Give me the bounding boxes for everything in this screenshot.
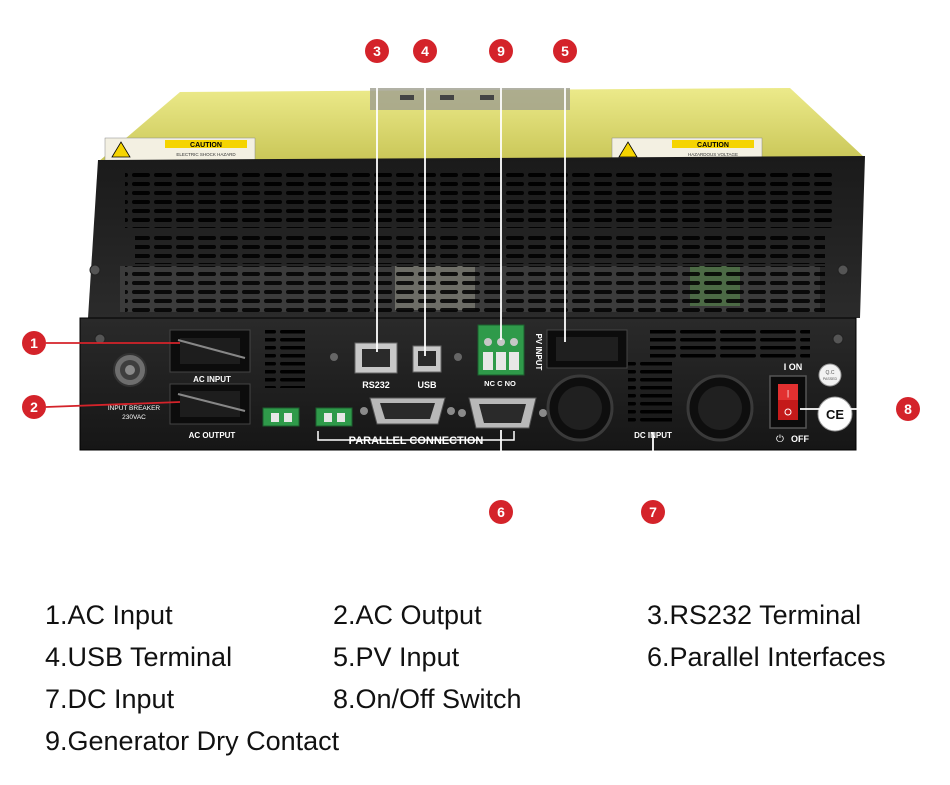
callout-lines xyxy=(45,342,181,408)
callout-badge-7: 7 xyxy=(641,500,665,524)
input-breaker-rating: 230VAC xyxy=(122,414,146,421)
switch-off-label: OFF xyxy=(791,434,809,444)
input-breaker-label: INPUT BREAKER xyxy=(108,405,161,412)
pv-input-connector[interactable] xyxy=(546,329,628,369)
inverter-diagram: CAUTION ELECTRIC SHOCK HAZARD CAUTION HA… xyxy=(22,39,920,524)
svg-text:PASSED: PASSED xyxy=(823,377,838,381)
legend-item-parallel: 6.Parallel Interfaces xyxy=(647,642,886,672)
switch-on-label: I ON xyxy=(784,362,803,372)
svg-text:ELECTRIC SHOCK HAZARD: ELECTRIC SHOCK HAZARD xyxy=(176,152,236,157)
rs232-label: RS232 xyxy=(362,380,390,390)
parallel-db9-port-2[interactable] xyxy=(458,397,547,429)
panel-screw-left xyxy=(94,333,106,345)
panel-vent-center xyxy=(628,360,672,426)
parallel-terminal-2[interactable] xyxy=(315,407,353,427)
legend-item-switch: 8.On/Off Switch xyxy=(333,684,522,714)
svg-text:3: 3 xyxy=(373,43,381,59)
usb-label: USB xyxy=(417,380,437,390)
svg-text:HAZARDOUS VOLTAGE: HAZARDOUS VOLTAGE xyxy=(688,152,738,157)
svg-text:8: 8 xyxy=(904,401,912,417)
legend-item-ac-input: 1.AC Input xyxy=(45,600,173,630)
svg-text:Q.C: Q.C xyxy=(826,370,835,376)
svg-text:1: 1 xyxy=(30,335,38,351)
legend-item-dc-input: 7.DC Input xyxy=(45,684,175,714)
svg-text:CE: CE xyxy=(826,407,844,422)
parallel-db9-port-1[interactable] xyxy=(360,397,455,425)
legend-item-dry-contact: 9.Generator Dry Contact xyxy=(45,726,340,756)
dc-input-port-positive[interactable] xyxy=(546,374,614,442)
panel-vent-left xyxy=(265,328,305,388)
cover-vent-middle xyxy=(135,234,825,264)
power-icon: ⏻ xyxy=(776,434,784,445)
ac-output-terminal[interactable] xyxy=(169,383,251,425)
svg-text:9: 9 xyxy=(497,43,505,59)
callout-badge-8: 8 xyxy=(896,397,920,421)
svg-text:|: | xyxy=(787,389,789,398)
legend-item-usb: 4.USB Terminal xyxy=(45,642,233,672)
usb-port[interactable] xyxy=(412,345,442,373)
rs232-port[interactable] xyxy=(354,342,398,374)
callout-badge-4: 4 xyxy=(413,39,437,63)
svg-text:2: 2 xyxy=(30,399,38,415)
pv-input-label: PV INPUT xyxy=(534,334,543,371)
lid-display-led xyxy=(440,95,454,100)
svg-text:5: 5 xyxy=(561,43,569,59)
svg-text:4: 4 xyxy=(421,43,429,59)
qc-sticker: Q.C PASSED xyxy=(818,363,842,387)
lid-display-led xyxy=(480,95,494,100)
callout-lines-white xyxy=(376,60,895,500)
legend-item-pv-input: 5.PV Input xyxy=(333,642,460,672)
cover-vent-upper xyxy=(125,168,835,228)
parallel-bracket xyxy=(317,431,515,441)
cover-screw-right xyxy=(837,264,849,276)
ac-input-terminal[interactable] xyxy=(169,329,251,373)
lid-display-led xyxy=(400,95,414,100)
svg-text:CAUTION: CAUTION xyxy=(190,142,222,149)
legend-item-rs232: 3.RS232 Terminal xyxy=(647,600,862,630)
lid-display-window xyxy=(370,88,570,110)
svg-text:7: 7 xyxy=(649,504,657,520)
caution-label-left: CAUTION ELECTRIC SHOCK HAZARD xyxy=(104,137,256,163)
legend-item-ac-output: 2.AC Output xyxy=(333,600,482,630)
panel-screw-right xyxy=(832,333,844,345)
callout-badge-2: 2 xyxy=(22,395,46,419)
parallel-connection-label: PARALLEL CONNECTION xyxy=(349,435,484,447)
ac-input-label: AC INPUT xyxy=(193,375,231,384)
svg-text:CAUTION: CAUTION xyxy=(697,142,729,149)
dc-input-port-negative[interactable] xyxy=(686,374,754,442)
svg-text:6: 6 xyxy=(497,504,505,520)
ce-mark: CE xyxy=(817,396,853,432)
panel-screw xyxy=(330,353,338,361)
parallel-terminal-1[interactable] xyxy=(262,407,300,427)
ac-output-label: AC OUTPUT xyxy=(189,431,236,440)
callout-badge-5: 5 xyxy=(553,39,577,63)
cover-vent-lower xyxy=(125,266,825,312)
panel-screw xyxy=(454,353,462,361)
callout-badge-9: 9 xyxy=(489,39,513,63)
callout-badge-3: 3 xyxy=(365,39,389,63)
input-breaker[interactable] xyxy=(113,353,147,387)
callout-badge-6: 6 xyxy=(489,500,513,524)
callout-badge-1: 1 xyxy=(22,331,46,355)
panel-vent-right xyxy=(650,328,810,358)
cover-screw-left xyxy=(89,264,101,276)
dry-contact-label: NC C NO xyxy=(484,379,516,388)
power-switch[interactable]: | xyxy=(769,375,807,429)
